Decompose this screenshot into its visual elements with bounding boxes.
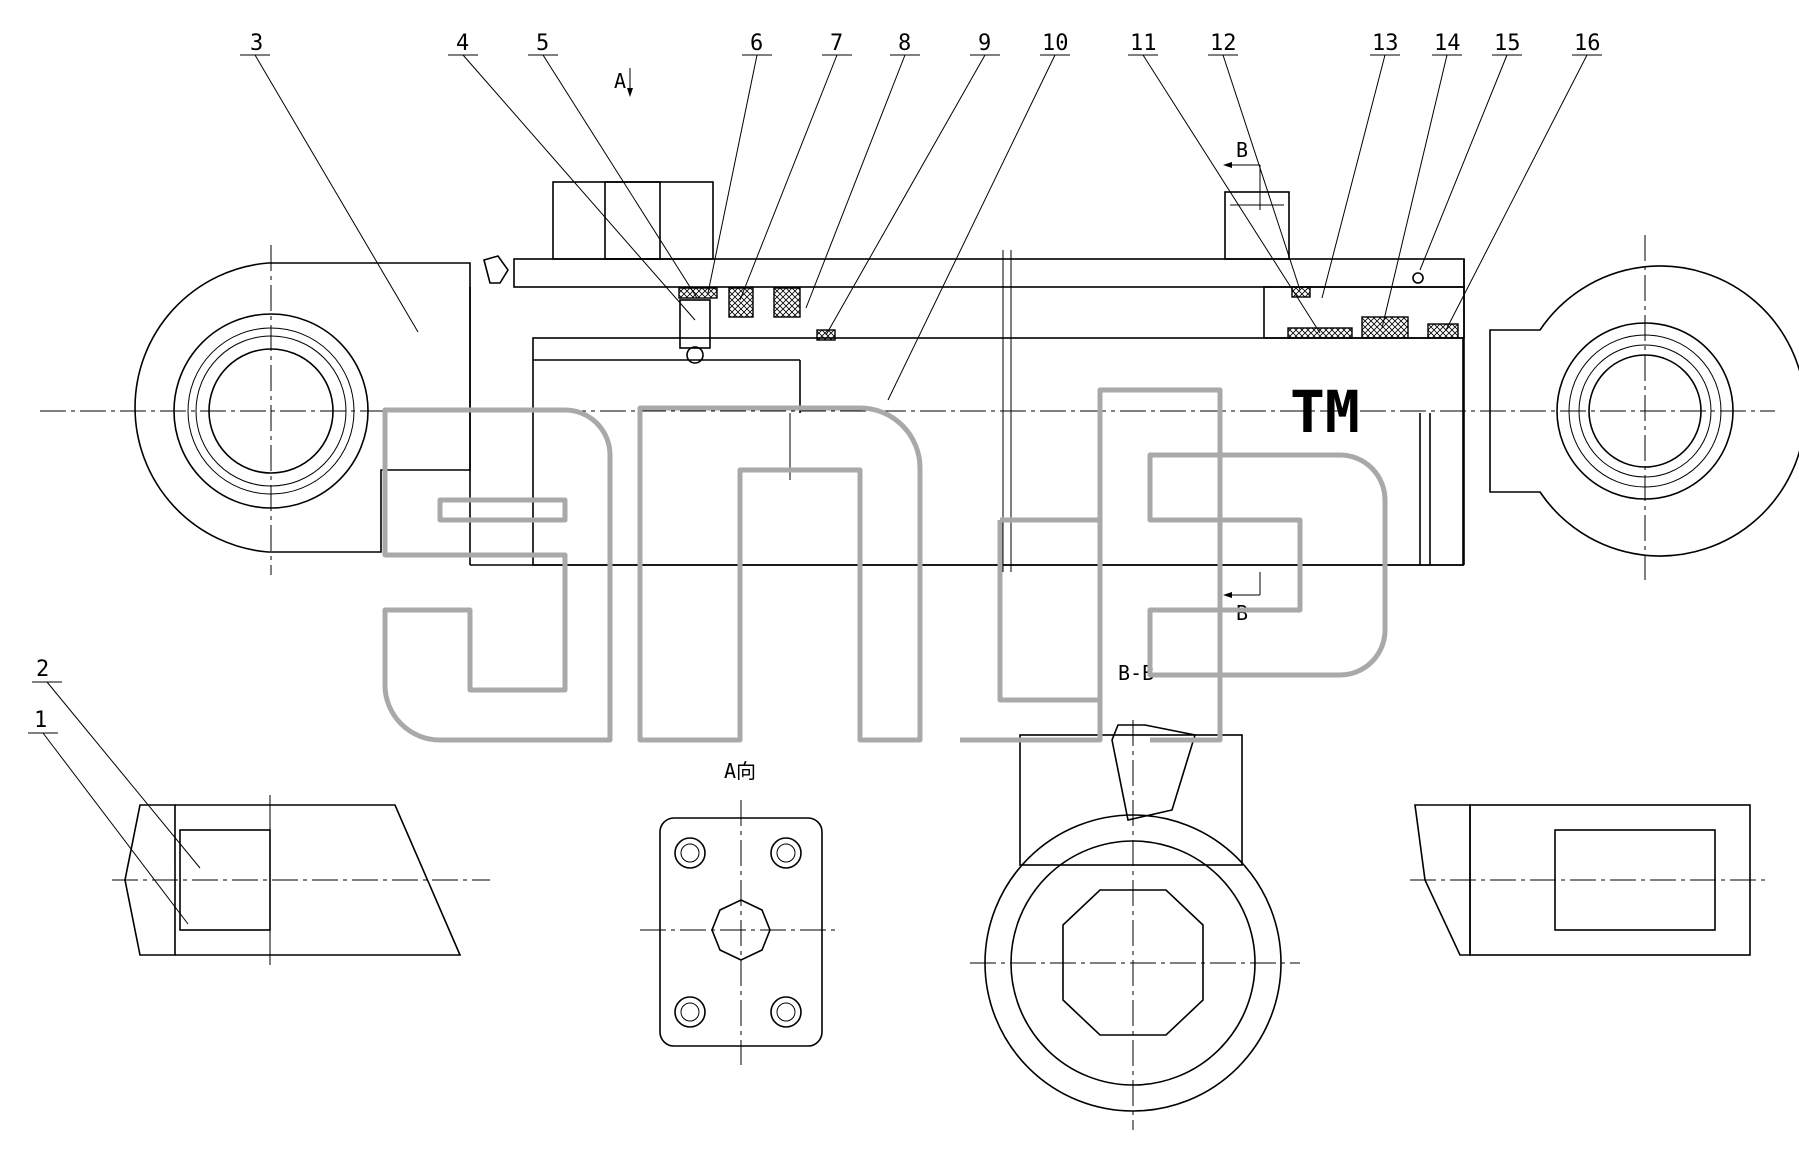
gland-seals [1263, 272, 1465, 339]
callout-1: 1 [34, 708, 47, 733]
detail-left-bushing [112, 795, 490, 965]
callout-14: 14 [1434, 31, 1461, 56]
callout-15: 15 [1494, 31, 1521, 56]
callout-16: 16 [1574, 31, 1601, 56]
port-block-b [1224, 191, 1290, 260]
callout-11: 11 [1130, 31, 1157, 56]
callout-13: 13 [1372, 31, 1399, 56]
section-b-label-top: B [1236, 138, 1248, 162]
callout-6: 6 [750, 31, 763, 56]
section-b-b: B-B [970, 661, 1300, 1130]
callout-numbers: 3 4 5 6 7 8 9 10 11 12 13 14 15 16 2 1 [28, 31, 1602, 925]
callout-5: 5 [536, 31, 549, 56]
port-block-a [552, 181, 714, 260]
view-a-title: A向 [724, 759, 756, 783]
section-markers: A B B [614, 68, 1261, 625]
watermark-trademark: TM [1290, 378, 1360, 446]
detail-right-bushing [1410, 804, 1770, 956]
callout-4: 4 [456, 31, 469, 56]
callout-12: 12 [1210, 31, 1237, 56]
callout-9: 9 [978, 31, 991, 56]
callout-2: 2 [36, 657, 49, 682]
callout-8: 8 [898, 31, 911, 56]
callout-3: 3 [250, 31, 263, 56]
callout-10: 10 [1042, 31, 1069, 56]
right-rod-eye [1419, 235, 1799, 580]
section-b-label-bottom: B [1236, 601, 1248, 625]
watermark-logo: TM [382, 378, 1388, 743]
left-clevis-eye [134, 245, 471, 575]
arrow-a-label: A [614, 69, 626, 93]
callout-7: 7 [830, 31, 843, 56]
cylinder-end-plug [483, 255, 509, 284]
piston-seals [678, 287, 836, 364]
view-a: A向 [640, 759, 840, 1065]
